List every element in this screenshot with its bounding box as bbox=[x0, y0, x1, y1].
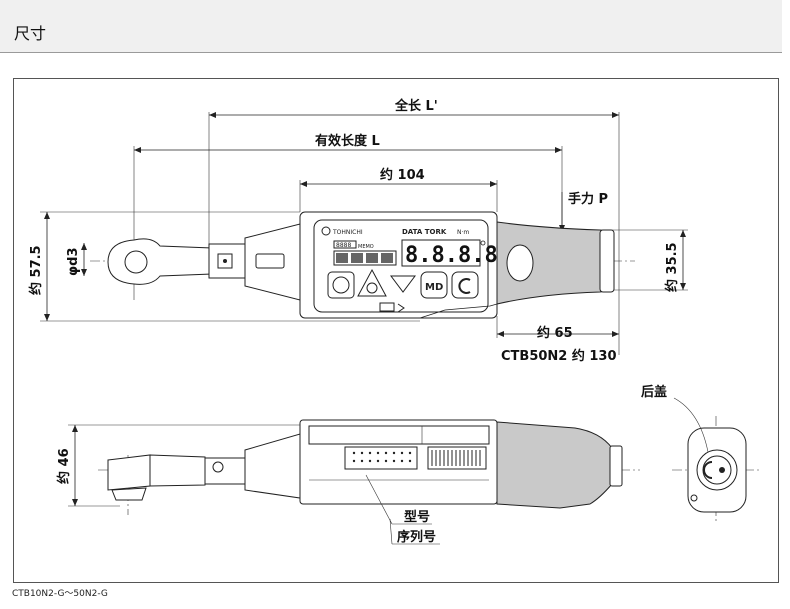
side-serial-ticks bbox=[431, 450, 481, 466]
segment-bar-display bbox=[333, 250, 397, 266]
label-tag-box bbox=[379, 302, 395, 312]
segment-1 bbox=[336, 253, 348, 263]
label-ctb50-length: CTB50N2 约 130 bbox=[501, 348, 617, 364]
diagram-frame bbox=[13, 78, 779, 583]
label-model-no: 型号 bbox=[404, 509, 430, 525]
side-ratchet-head bbox=[107, 454, 151, 491]
back-cover-inner bbox=[702, 455, 732, 485]
label-height: 约 57.5 bbox=[28, 245, 44, 295]
label-body-length: 约 104 bbox=[380, 167, 425, 183]
mode-button[interactable] bbox=[420, 271, 448, 299]
label-effective-length: 有效长度 L bbox=[315, 133, 380, 149]
brand-name: TOHNICHI bbox=[332, 229, 363, 236]
side-neck bbox=[244, 433, 301, 499]
mode-button-label: MD bbox=[425, 282, 443, 293]
small-display-box bbox=[333, 240, 357, 249]
side-top-rail bbox=[308, 425, 490, 445]
label-head-dia: φd3 bbox=[66, 247, 81, 276]
model-range-note: CTB10N2-G～50N2-G bbox=[12, 589, 108, 599]
side-grip bbox=[496, 421, 613, 509]
back-cover-screw-icon bbox=[719, 467, 725, 473]
side-head-arm bbox=[149, 454, 206, 487]
indicator-led-icon bbox=[480, 240, 486, 246]
wrench-head bbox=[107, 238, 213, 285]
end-view-hole bbox=[690, 494, 698, 502]
side-grip-cap bbox=[609, 445, 623, 487]
section-header: 尺寸 bbox=[0, 0, 782, 53]
head-hole bbox=[124, 250, 148, 274]
label-serial-no: 序列号 bbox=[397, 529, 436, 545]
head-connector bbox=[208, 243, 246, 279]
leader-model bbox=[365, 474, 393, 525]
side-model-dots bbox=[352, 451, 412, 463]
chevron-right-icon bbox=[397, 303, 405, 313]
unit-label: N·m bbox=[457, 229, 469, 236]
label-grip-length: 约 65 bbox=[537, 325, 573, 341]
label-hand-force: 手力 P bbox=[568, 191, 608, 207]
main-digit-display bbox=[401, 239, 481, 267]
product-name: DATA TORK bbox=[402, 228, 447, 236]
neck-slot bbox=[255, 253, 285, 269]
label-back-cover: 后盖 bbox=[641, 384, 667, 400]
up-button-icon bbox=[366, 282, 378, 294]
head-pin bbox=[223, 259, 227, 263]
grip-end-cap bbox=[599, 229, 615, 293]
small-display-label: MEMO bbox=[358, 244, 374, 250]
main-digit-value: 8.8.8.8 bbox=[405, 243, 498, 268]
label-overall-length: 全长 L' bbox=[394, 98, 438, 114]
label-grip-dia: 约 35.5 bbox=[664, 242, 680, 292]
label-side-height: 约 46 bbox=[56, 448, 72, 484]
down-triangle-button[interactable] bbox=[390, 275, 416, 293]
segment-2 bbox=[351, 253, 363, 263]
side-serial-plate bbox=[427, 446, 487, 470]
segment-3 bbox=[366, 253, 378, 263]
power-icon bbox=[332, 276, 350, 294]
side-connector bbox=[204, 457, 246, 485]
leader-serial bbox=[389, 518, 393, 545]
clear-button[interactable] bbox=[451, 271, 479, 299]
brand-logo-icon bbox=[321, 226, 331, 236]
grip-edge-line bbox=[419, 303, 498, 319]
section-title: 尺寸 bbox=[14, 24, 47, 43]
small-display-digits: 8888 bbox=[336, 242, 351, 249]
leader-back-cover bbox=[673, 397, 709, 453]
grip-hole bbox=[506, 244, 534, 282]
clear-icon bbox=[458, 278, 471, 294]
side-square-drive bbox=[111, 487, 147, 501]
segment-4 bbox=[381, 253, 393, 263]
back-cover-lock-icon bbox=[703, 461, 713, 479]
side-model-plate bbox=[344, 446, 418, 470]
side-pin-icon bbox=[212, 461, 224, 473]
